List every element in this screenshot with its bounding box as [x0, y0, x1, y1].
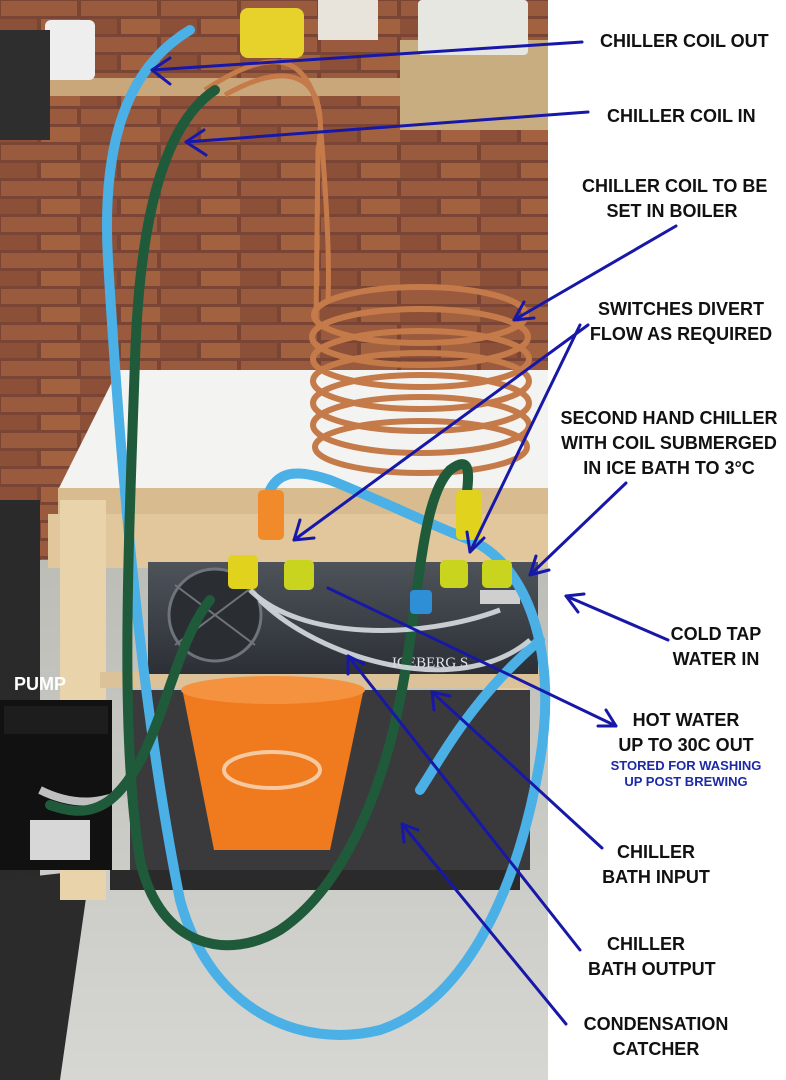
label-text: SECOND HAND CHILLER [560, 408, 778, 428]
label-text: WATER IN [672, 649, 760, 669]
arrow-switches-left [292, 323, 590, 542]
arrow-chiller-coil-in [184, 110, 590, 157]
arrow-cold-tap [564, 592, 670, 642]
arrow-condensation [400, 822, 568, 1026]
label-text: CHILLER COIL OUT [600, 31, 769, 51]
label-text: CHILLER COIL IN [607, 106, 756, 126]
label-note: UP POST BREWING [624, 774, 748, 789]
arrow-bath-input [430, 690, 604, 850]
label-text: CHILLER [617, 842, 695, 862]
arrow-hot-water [326, 586, 618, 728]
arrow-second-hand-chiller [528, 481, 628, 577]
label-chiller-coil-out: CHILLER COIL OUT [600, 29, 769, 54]
label-condensation-catcher: CONDENSATION CATCHER [578, 1012, 734, 1062]
label-text: HOT WATER [632, 710, 740, 730]
arrow-bath-output [346, 654, 582, 952]
green-hose [45, 85, 474, 951]
label-switches: SWITCHES DIVERT FLOW AS REQUIRED [588, 297, 774, 347]
label-text: WITH COIL SUBMERGED [561, 433, 777, 453]
label-text: SWITCHES DIVERT [597, 299, 764, 319]
label-second-hand-chiller: SECOND HAND CHILLER WITH COIL SUBMERGED … [560, 406, 778, 481]
label-chiller-coil-in: CHILLER COIL IN [607, 104, 756, 129]
label-bath-output: CHILLER BATH OUTPUT [588, 932, 716, 982]
label-text: UP TO 30C OUT [618, 735, 754, 755]
label-text: IN ICE BATH TO 3°C [583, 458, 755, 478]
label-text: CATCHER [612, 1039, 700, 1059]
arrow-coil-to-boiler [512, 224, 678, 322]
label-text: CONDENSATION [583, 1014, 729, 1034]
label-text: BATH INPUT [602, 867, 710, 887]
label-note: STORED FOR WASHING [610, 758, 762, 773]
label-text: FLOW AS REQUIRED [589, 324, 773, 344]
label-text: COLD TAP [670, 624, 762, 644]
shelf [0, 0, 548, 140]
label-coil-set-in-boiler: CHILLER COIL TO BE SET IN BOILER [582, 174, 768, 224]
valves [228, 490, 512, 614]
label-pump: PUMP [14, 674, 67, 694]
label-bath-input: CHILLER BATH INPUT [596, 840, 716, 890]
annotation-arrows [150, 40, 678, 1026]
label-text: CHILLER COIL TO BE [582, 176, 768, 196]
label-cold-tap: COLD TAP WATER IN [668, 622, 764, 672]
pump [0, 700, 132, 870]
blue-hose [102, 25, 551, 1040]
label-hot-water: HOT WATER UP TO 30C OUT STORED FOR WASHI… [596, 708, 776, 790]
label-text: CHILLER [607, 934, 685, 954]
label-text: SET IN BOILER [606, 201, 738, 221]
copper-coil [203, 59, 532, 476]
arrow-switches-right [465, 323, 582, 554]
clear-tubing [248, 588, 532, 673]
bucket [181, 676, 365, 850]
label-text: BATH OUTPUT [588, 959, 716, 979]
arrow-chiller-coil-out [150, 40, 584, 86]
